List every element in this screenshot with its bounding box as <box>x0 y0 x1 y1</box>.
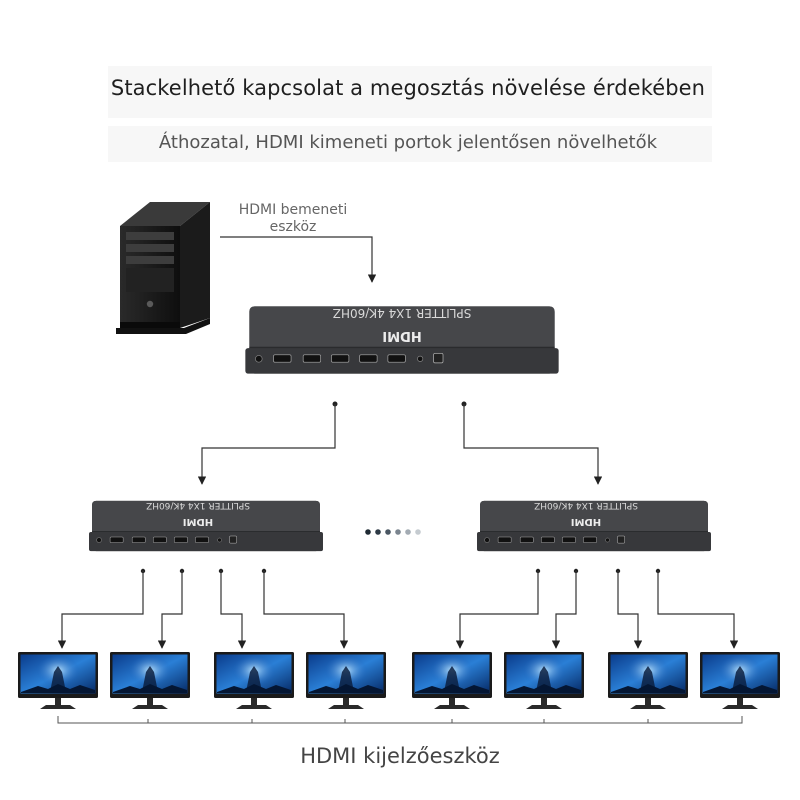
monitor-icon <box>110 652 190 709</box>
page-subtitle: Áthozatal, HDMI kimeneti portok jelentős… <box>158 132 658 153</box>
monitor-icon <box>214 652 294 709</box>
monitor-icon <box>504 652 584 709</box>
display-devices-label: HDMI kijelzőeszköz <box>300 744 500 768</box>
pc-to-splitter-connector <box>220 236 377 283</box>
right-output-connectors <box>455 568 739 649</box>
monitor-icon <box>306 652 386 709</box>
monitor-icon <box>608 652 688 709</box>
monitor-icon <box>18 652 98 709</box>
monitor-icon <box>700 652 780 709</box>
splitter-left: SPLITTER 1X4 4K/60HZ HDMI <box>88 500 324 552</box>
splitter-left-model-text: SPLITTER 1X4 4K/60HZ <box>146 500 250 510</box>
main-splitter: SPLITTER 1X4 4K/60HZ HDMI <box>244 305 560 375</box>
subtitle-band <box>108 126 712 162</box>
title-band <box>108 66 712 118</box>
display-group-bracket <box>57 716 743 724</box>
branch-connector-left <box>197 404 336 485</box>
splitter-right: SPLITTER 1X4 4K/60HZ HDMI <box>476 500 712 552</box>
splitter-right-model-text: SPLITTER 1X4 4K/60HZ <box>534 500 638 510</box>
monitor-icon <box>412 652 492 709</box>
main-splitter-model-text: SPLITTER 1X4 4K/60HZ <box>333 306 472 320</box>
monitor-row <box>18 652 780 709</box>
input-device-label-line2: eszköz <box>269 219 317 235</box>
pc-tower-icon <box>116 202 210 334</box>
splitter-left-brand-text: HDMI <box>183 516 213 527</box>
more-splitters-ellipsis-icon <box>365 529 421 535</box>
left-output-connectors <box>57 568 349 649</box>
splitter-right-brand-text: HDMI <box>571 516 601 527</box>
main-splitter-brand-text: HDMI <box>382 328 421 343</box>
input-device-label: HDMI bemeneti eszköz <box>225 202 361 236</box>
branch-connector-right <box>463 404 603 485</box>
input-device-label-line1: HDMI bemeneti <box>238 202 348 218</box>
page-title: Stackelhető kapcsolat a megosztás növelé… <box>110 76 706 100</box>
